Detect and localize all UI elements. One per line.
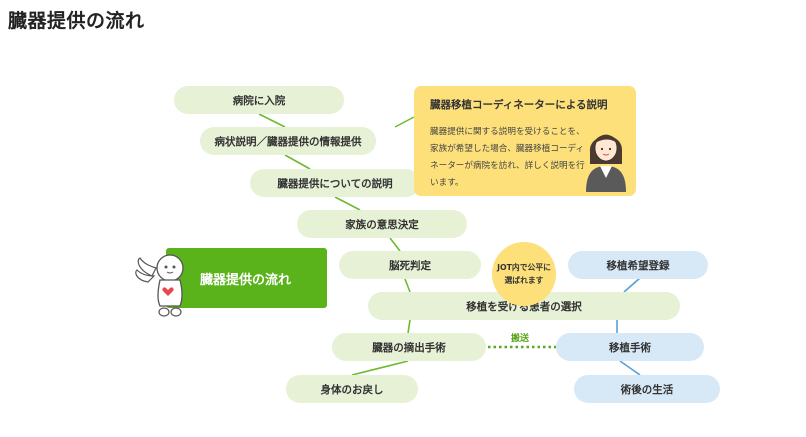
callout-text: 臓器提供に関する説明を受けることを、家族が希望した場合、臓器移植コーディネーター… xyxy=(430,127,585,188)
side-title-box: 臓器提供の流れ xyxy=(166,248,327,308)
step-return-body: 身体のお戻し xyxy=(286,375,418,403)
step-extraction: 臓器の摘出手術 xyxy=(332,333,486,361)
coordinator-woman-icon xyxy=(586,134,626,192)
step-brain-death: 脳死判定 xyxy=(339,251,481,279)
step-post-surgery: 術後の生活 xyxy=(574,375,720,403)
connector-line xyxy=(258,113,286,128)
transport-label: 搬送 xyxy=(511,334,530,344)
step-transplant-surgery: 移植手術 xyxy=(556,333,704,361)
side-title-label: 臓器提供の流れ xyxy=(200,272,292,288)
page-title: 臓器提供の流れ xyxy=(8,10,145,32)
connector-line xyxy=(404,278,411,293)
step-donation-explanation: 臓器提供についての説明 xyxy=(250,169,420,197)
jot-line-1: JOT内で公平に xyxy=(497,263,551,272)
step-family-decision: 家族の意思決定 xyxy=(297,210,467,238)
coordinator-callout: 臓器移植コーディネーターによる説明 臓器提供に関する説明を受けることを、家族が希… xyxy=(414,86,636,196)
connector-line xyxy=(619,360,641,376)
connector-line xyxy=(623,277,641,293)
connector-line xyxy=(351,360,409,376)
step-admission: 病院に入院 xyxy=(174,86,344,114)
connector-line xyxy=(284,154,311,170)
angel-mascot-icon xyxy=(135,254,184,317)
jot-selection-badge: JOT内で公平に 選ばれます xyxy=(492,242,556,306)
connector-line xyxy=(334,196,361,211)
connector-line xyxy=(407,319,411,334)
step-registration: 移植希望登録 xyxy=(568,251,708,279)
callout-title: 臓器移植コーディネーターによる説明 xyxy=(430,99,608,111)
connector-line xyxy=(389,237,401,252)
step-explanation: 病状説明／臓器提供の情報提供 xyxy=(200,127,376,155)
jot-line-2: 選ばれます xyxy=(504,276,544,285)
callout-connector xyxy=(394,116,415,128)
